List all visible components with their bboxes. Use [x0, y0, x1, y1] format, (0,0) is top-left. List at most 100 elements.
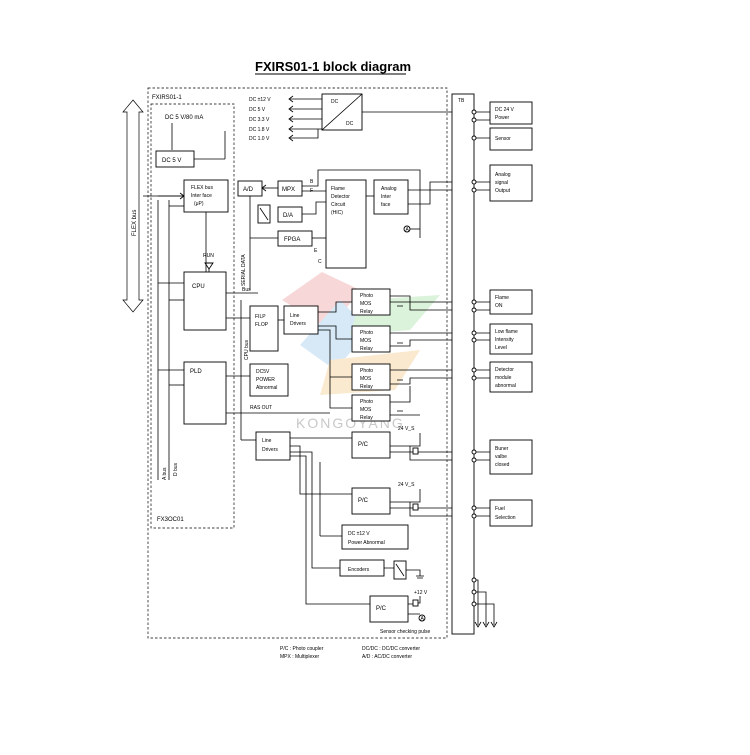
flex-bus-label: FLEX bus: [132, 210, 138, 236]
pc2-label: P/C: [358, 498, 369, 504]
relay-2-label-2: MOS: [360, 338, 372, 344]
board-fx3oc01-boundary: [150, 103, 235, 529]
output-label: valbe: [495, 454, 507, 460]
legend-item: DC/DC : DC/DC converter: [362, 646, 420, 652]
output-flame-on: [489, 289, 533, 315]
output-sensor: [489, 127, 533, 151]
legend-item: MPX : Multiplexer: [280, 654, 320, 660]
cpu-label: CPU: [192, 284, 205, 290]
dc12v-abnormal-label-2: Power Abnormal: [348, 540, 385, 546]
pld-label: PLD: [190, 369, 202, 375]
resistor-1: [412, 447, 419, 455]
mux-e-label: E: [314, 248, 318, 254]
relay-4-label-3: Relay: [360, 415, 373, 421]
photo-coupler-2: [351, 487, 391, 515]
photo-coupler-1: [351, 431, 391, 459]
flame-detector-circuit-box: [325, 179, 367, 269]
analog-if-label-1: Analog: [381, 186, 397, 192]
flame-detector-label-1: Flame: [331, 186, 345, 192]
node-a-bottom-label: A: [421, 616, 425, 622]
output-fuel-selection: [489, 499, 533, 527]
node-a-top-label: A: [406, 227, 410, 233]
dc5v-power-abnormal-box: [249, 363, 289, 397]
relay-3-label-1: Photo: [360, 368, 373, 374]
flame-detector-label-2: Detector: [331, 194, 350, 200]
output-analog-signal: [489, 164, 533, 202]
output-label: closed: [495, 462, 510, 468]
resistor-2: [412, 503, 419, 511]
node-a-bottom: [418, 614, 426, 622]
line-drivers-1-label-1: Line: [290, 313, 300, 319]
photo-mos-relay-3: [351, 363, 391, 391]
terminal-block: [451, 93, 475, 635]
analog-if-label-3: face: [381, 202, 391, 208]
output-label: Buner: [495, 446, 509, 452]
rail-label: DC ±12 V: [249, 97, 271, 103]
line-drivers-2-label-1: Line: [262, 438, 272, 444]
pld-box: [183, 361, 227, 425]
line-drivers-2-label-2: Drivers: [262, 447, 278, 453]
v24-2-label: 24 V_S: [398, 482, 415, 488]
flame-detector-label-4: (HIC): [331, 210, 343, 216]
supply-label: DC 5 V/80 mA: [165, 115, 203, 121]
output-label: Power: [495, 115, 510, 121]
output-label: module: [495, 375, 512, 381]
fpga-label: FPGA: [284, 237, 300, 243]
flex-if-label-2: Inter face: [191, 193, 212, 199]
relay-1-label-1: Photo: [360, 293, 373, 299]
dc5v-abnormal-label-2: POWER: [256, 377, 275, 383]
relay-2-label-1: Photo: [360, 330, 373, 336]
output-label: ON: [495, 303, 503, 309]
relay-1-label-3: Relay: [360, 309, 373, 315]
board-fx3oc01-label: FX3OC01: [157, 517, 184, 523]
output-label: Sensor: [495, 136, 511, 142]
ras-out-label: RAS OUT: [250, 405, 272, 411]
line-drivers-2-box: [255, 431, 291, 461]
dc5v-abnormal-label-1: DC5V: [256, 369, 270, 375]
output-label: Low flame: [495, 329, 518, 335]
power-rails: DC ±12 V DC 5 V DC 3.3 V DC 1.8 V DC 1.0…: [249, 95, 322, 142]
flame-detector-label-3: Circuit: [331, 202, 346, 208]
rail-label: DC 5 V: [249, 107, 266, 113]
encoders-label: Encoders: [348, 567, 370, 573]
rail-label: DC 1.8 V: [249, 127, 270, 133]
output-label: Fuel: [495, 506, 505, 512]
photo-mos-relay-2: [351, 325, 391, 353]
da-label: D/A: [283, 213, 293, 219]
v24-1-label: 24 V_S: [398, 426, 415, 432]
line-drivers-1-label-2: Drivers: [290, 321, 306, 327]
terminal-block-label: TB: [458, 98, 465, 104]
photo-mos-relays: Photo MOS Relay Photo MOS Relay Photo MO…: [318, 288, 475, 422]
output-burner-valve-closed: [489, 439, 533, 475]
flip-flop-label-2: FLOP: [255, 322, 269, 328]
output-label: signal: [495, 180, 508, 186]
a-bus-label: A bus: [162, 467, 168, 480]
output-detector-abnormal: [489, 361, 533, 393]
output-label: Intensity: [495, 337, 514, 343]
rail-label: DC 3.3 V: [249, 117, 270, 123]
output-boxes: DC 24 V Power Sensor Analog signal Outpu…: [489, 101, 533, 527]
dc5v-box-label: DC 5 V: [162, 158, 181, 164]
da-converter-box: [277, 206, 303, 223]
output-label: Flame: [495, 295, 509, 301]
photo-coupler-3: [369, 595, 409, 623]
relay-3-label-2: MOS: [360, 376, 372, 382]
abbreviation-legend: P/C : Photo coupler MPX : Multiplexer DC…: [280, 646, 420, 660]
flex-bus-interface-box: [183, 179, 229, 213]
mpx-label: MPX: [282, 187, 295, 193]
output-label: Analog: [495, 172, 511, 178]
pc3-label: P/C: [376, 606, 387, 612]
d-bus-label: D bus: [173, 462, 179, 476]
analog-if-label-2: Inter: [381, 194, 391, 200]
fpga-box: [277, 230, 313, 247]
mux-b-label: B: [310, 179, 314, 185]
flex-if-label-3: (μP): [194, 201, 204, 207]
output-dc24v-power: [489, 101, 533, 125]
output-label: DC 24 V: [495, 107, 515, 113]
terminal-wiring: [471, 109, 498, 628]
output-label: abnormal: [495, 383, 516, 389]
run-led-icon: [204, 262, 214, 270]
flex-if-label-1: FLEX bus: [191, 185, 213, 191]
dc12v-power-abnormal-box: [341, 524, 409, 550]
dcdc-bottom-label: DC: [346, 121, 354, 127]
